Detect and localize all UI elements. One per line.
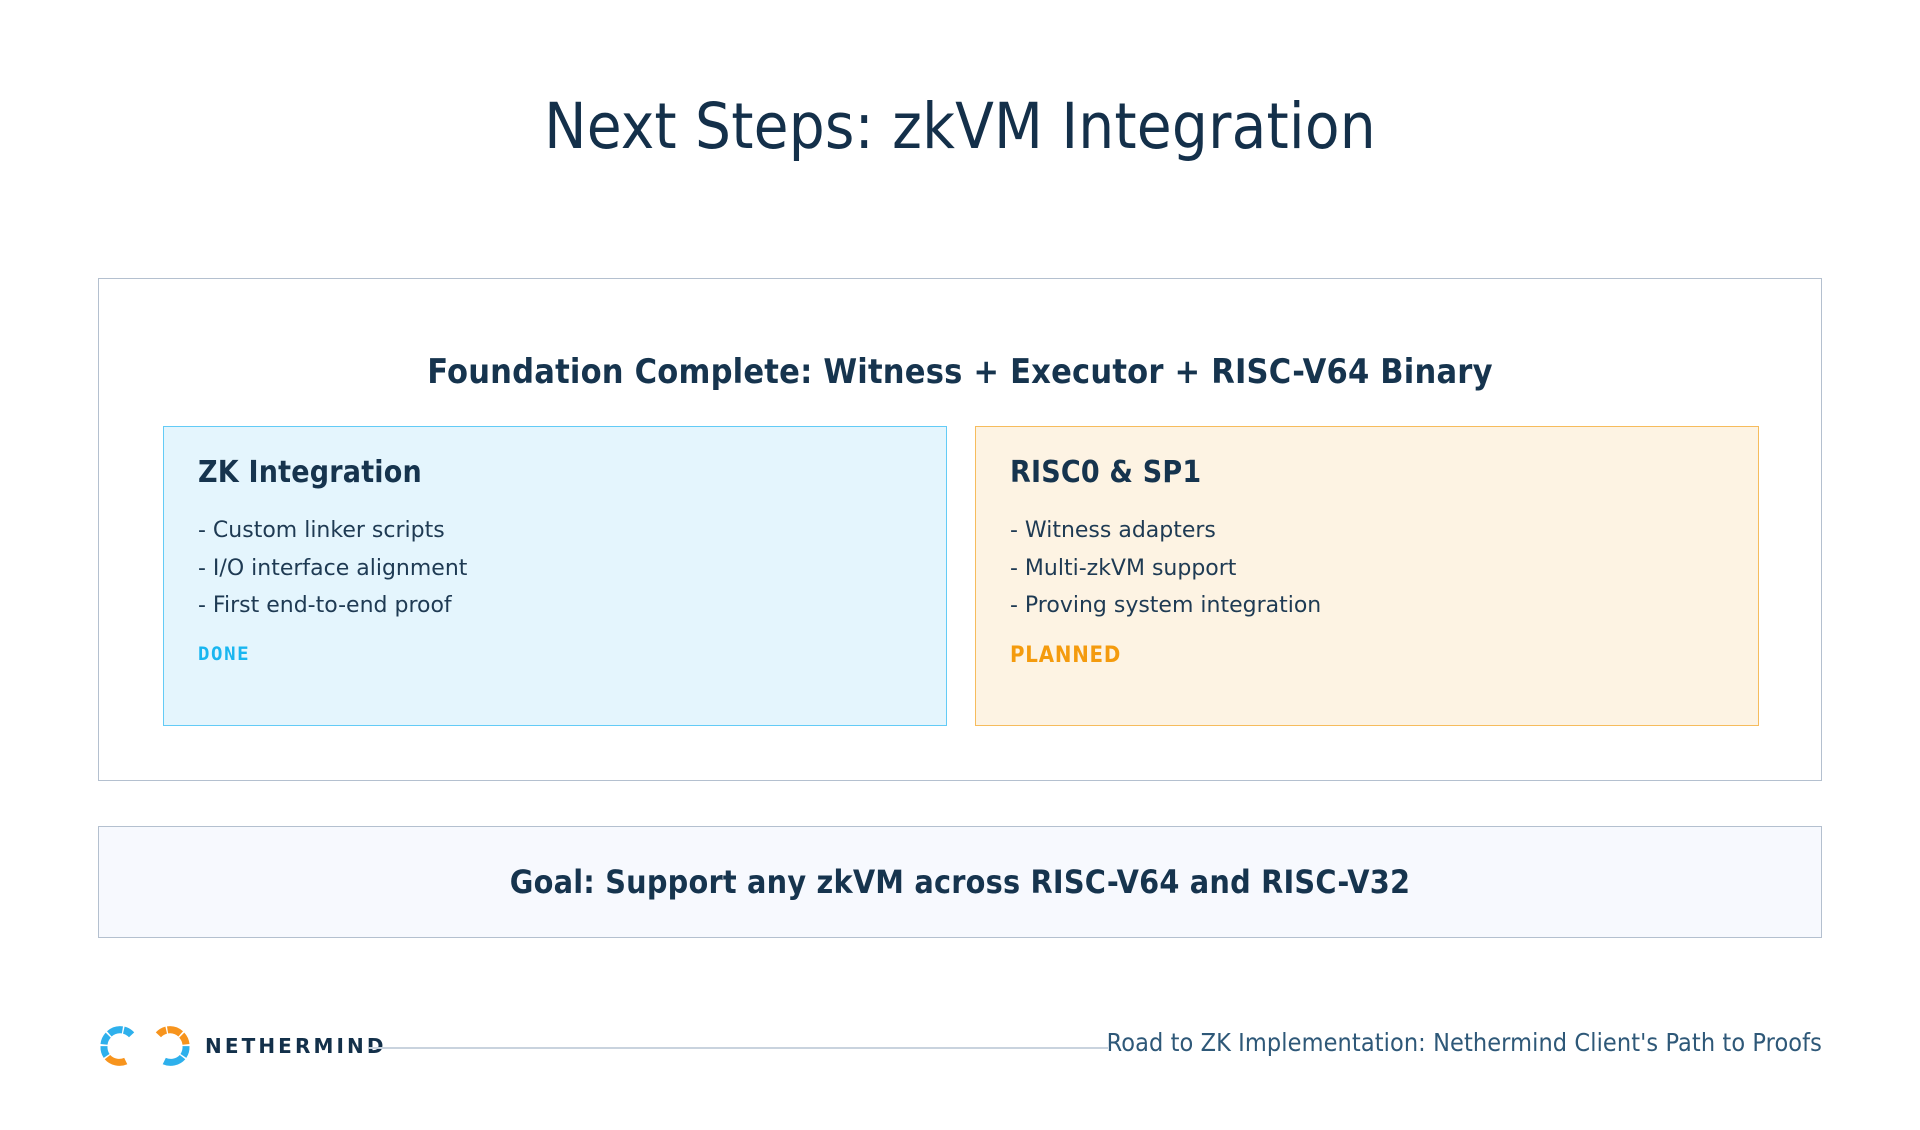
card-item-list: - Witness adapters - Multi-zkVM support … bbox=[1010, 516, 1724, 621]
brand-wordmark: NETHERMIND bbox=[205, 1034, 387, 1058]
list-item: - First end-to-end proof bbox=[198, 593, 452, 619]
status-badge: DONE bbox=[198, 643, 251, 666]
footer-divider bbox=[368, 1047, 1108, 1049]
goal-banner: Goal: Support any zkVM across RISC-V64 a… bbox=[98, 826, 1822, 938]
footer-caption: Road to ZK Implementation: Nethermind Cl… bbox=[1106, 1028, 1822, 1057]
status-cards-row: ZK Integration - Custom linker scripts -… bbox=[163, 426, 1759, 726]
list-item: - Witness adapters bbox=[1010, 518, 1216, 543]
page-title: Next Steps: zkVM Integration bbox=[544, 90, 1376, 163]
card-risc0-sp1: RISC0 & SP1 - Witness adapters - Multi-z… bbox=[975, 426, 1759, 726]
slide-footer: NETHERMIND Road to ZK Implementation: Ne… bbox=[0, 980, 1920, 1130]
goal-text: Goal: Support any zkVM across RISC-V64 a… bbox=[509, 863, 1411, 901]
list-item: - I/O interface alignment bbox=[198, 555, 468, 581]
card-item-list: - Custom linker scripts - I/O interface … bbox=[198, 516, 912, 621]
nethermind-logo-icon bbox=[99, 1025, 191, 1067]
brand-logo: NETHERMIND bbox=[99, 1025, 387, 1067]
card-zk-integration: ZK Integration - Custom linker scripts -… bbox=[163, 426, 947, 726]
card-title: ZK Integration bbox=[198, 455, 422, 490]
card-title: RISC0 & SP1 bbox=[1010, 455, 1202, 490]
list-item: - Multi-zkVM support bbox=[1010, 555, 1237, 581]
list-item: - Custom linker scripts bbox=[198, 518, 445, 543]
list-item: - Proving system integration bbox=[1010, 593, 1322, 619]
status-badge: PLANNED bbox=[1010, 643, 1122, 669]
foundation-heading: Foundation Complete: Witness + Executor … bbox=[427, 352, 1493, 393]
foundation-panel: Foundation Complete: Witness + Executor … bbox=[98, 278, 1822, 781]
